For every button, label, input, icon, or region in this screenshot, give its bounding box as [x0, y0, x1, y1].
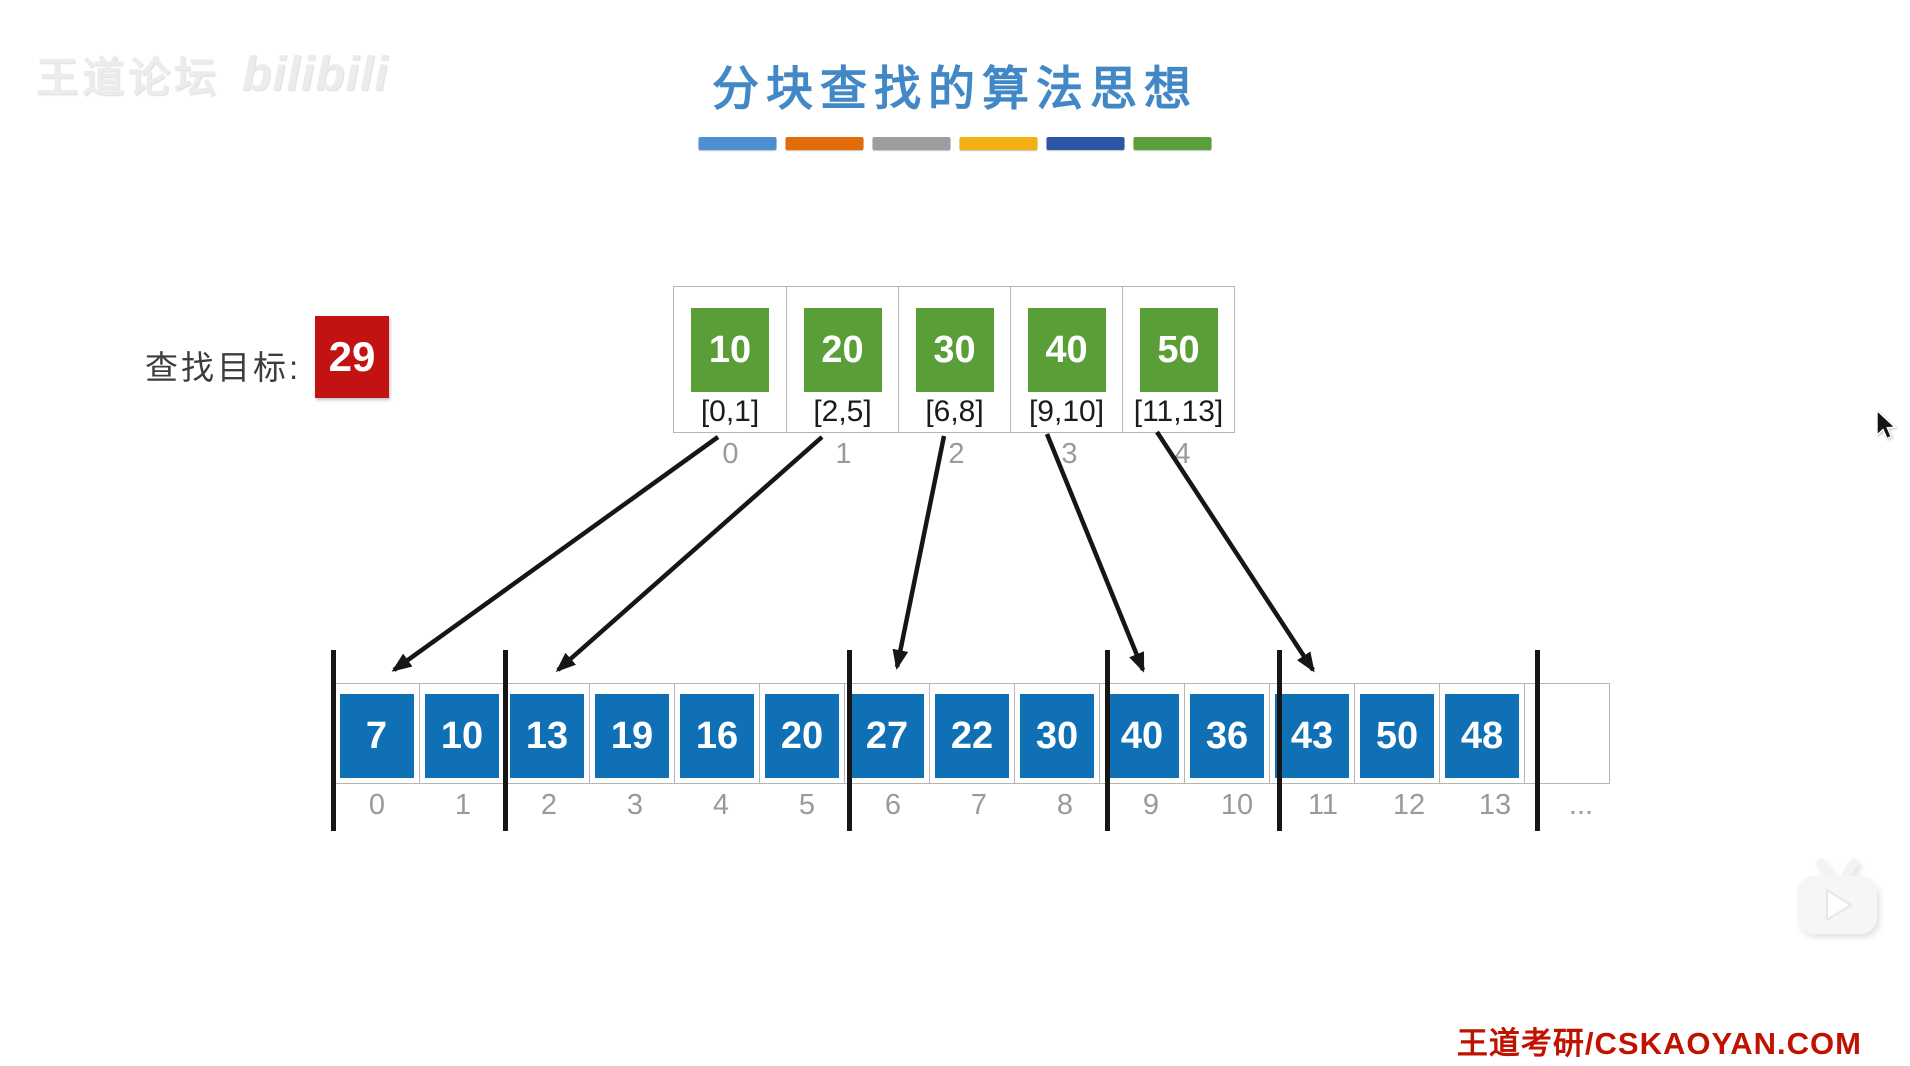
mouse-cursor-icon — [1876, 410, 1897, 440]
array-cell: 30 — [1014, 684, 1099, 783]
index-max-box: 40 — [1027, 308, 1106, 392]
array-cell: 22 — [929, 684, 1014, 783]
array-value-box: 19 — [595, 694, 669, 778]
array-index: 12 — [1392, 789, 1426, 821]
index-table: 10 [0,1] 20 [2,5] 30 [6,8] 40 [9,10] 50 … — [673, 286, 1235, 433]
array-cell: 13 — [504, 684, 589, 783]
array-cell: 7 — [334, 684, 419, 783]
index-table-indices: 0 1 2 3 4 — [674, 438, 1239, 471]
array-index: 8 — [1056, 789, 1074, 821]
block-divider — [847, 650, 852, 831]
watermark: 王道论坛 bilibili — [36, 44, 389, 105]
data-array: 7 10 13 19 16 20 27 22 30 40 36 43 50 48 — [333, 683, 1610, 784]
index-max-box: 10 — [691, 308, 769, 392]
array-value-box: 22 — [935, 694, 1009, 778]
index-table-cell: 40 [9,10] — [1010, 287, 1122, 432]
array-value-box: 16 — [680, 694, 754, 778]
array-cell: 43 — [1269, 684, 1354, 783]
index-range-label: [2,5] — [813, 395, 872, 428]
watermark-site-text: 王道论坛 — [36, 54, 221, 101]
index-range-label: [0,1] — [700, 395, 760, 428]
index-table-cell: 20 [2,5] — [786, 287, 898, 432]
array-value-box: 48 — [1445, 694, 1519, 778]
index-table-index: 3 — [1061, 438, 1078, 470]
array-value-box: 40 — [1105, 694, 1179, 778]
block-divider — [503, 650, 508, 831]
array-index: 0 — [368, 789, 386, 821]
index-table-cell: 10 [0,1] — [674, 287, 786, 432]
index-table-index: 2 — [948, 438, 965, 470]
array-cell: 20 — [759, 684, 844, 783]
underline-bar — [1046, 137, 1125, 150]
block-divider — [1535, 650, 1540, 831]
search-target-label: 查找目标: — [145, 349, 302, 386]
index-max-box: 30 — [915, 308, 994, 392]
bilibili-logo-icon: bilibili — [242, 48, 389, 101]
index-range-label: [11,13] — [1133, 395, 1224, 428]
array-index: 13 — [1478, 789, 1512, 821]
array-index: 4 — [712, 789, 730, 821]
underline-bar — [1133, 137, 1212, 150]
array-cell: 50 — [1354, 684, 1439, 783]
underline-bar — [698, 137, 777, 150]
index-range-label: [9,10] — [1028, 395, 1105, 428]
index-table-index: 0 — [722, 438, 739, 470]
array-cell: 27 — [844, 684, 929, 783]
array-index: 1 — [454, 789, 472, 821]
play-button-icon[interactable] — [1791, 855, 1883, 941]
array-ellipsis: ... — [1568, 789, 1594, 821]
index-table-cell: 30 [6,8] — [898, 287, 1010, 432]
array-value-box: 27 — [850, 694, 924, 778]
page-title: 分块查找的算法思想 — [712, 62, 1198, 115]
array-value-box: 13 — [510, 694, 584, 778]
block-divider — [1105, 650, 1110, 831]
array-index: 7 — [970, 789, 988, 821]
index-range-label: [6,8] — [925, 395, 984, 428]
block-divider — [331, 650, 336, 831]
array-cell: 40 — [1099, 684, 1184, 783]
array-value-box: 20 — [765, 694, 839, 778]
search-target-value-box: 29 — [315, 316, 389, 398]
array-cell: 10 — [419, 684, 504, 783]
array-index: 5 — [798, 789, 816, 821]
array-cell: 36 — [1184, 684, 1269, 783]
index-max-box: 50 — [1139, 308, 1218, 392]
index-table-index: 4 — [1174, 438, 1191, 470]
index-table-cell: 50 [11,13] — [1122, 287, 1234, 432]
array-value-box: 10 — [425, 694, 499, 778]
index-max-box: 20 — [803, 308, 882, 392]
array-value-box: 36 — [1190, 694, 1264, 778]
block-divider — [1277, 650, 1282, 831]
array-index: 10 — [1220, 789, 1254, 821]
underline-bar — [959, 137, 1038, 150]
array-index: 9 — [1142, 789, 1160, 821]
array-value-box: 50 — [1360, 694, 1434, 778]
array-cell: 16 — [674, 684, 759, 783]
index-table-index: 1 — [835, 438, 852, 470]
underline-bar — [872, 137, 951, 150]
array-cell: 48 — [1439, 684, 1524, 783]
underline-bar — [785, 137, 864, 150]
array-index: 2 — [540, 789, 558, 821]
array-index: 3 — [626, 789, 644, 821]
array-index: 11 — [1307, 789, 1339, 821]
brand-text: 王道考研/CSKAOYAN.COM — [1456, 1026, 1862, 1061]
array-index: 6 — [884, 789, 902, 821]
array-cell: 19 — [589, 684, 674, 783]
array-value-box: 43 — [1275, 694, 1349, 778]
array-value-box: 7 — [339, 694, 414, 778]
title-underline-bars — [698, 137, 1212, 150]
array-indices: 0 1 2 3 4 5 6 7 8 9 10 11 12 13 ... — [334, 789, 1624, 822]
array-value-box: 30 — [1020, 694, 1094, 778]
